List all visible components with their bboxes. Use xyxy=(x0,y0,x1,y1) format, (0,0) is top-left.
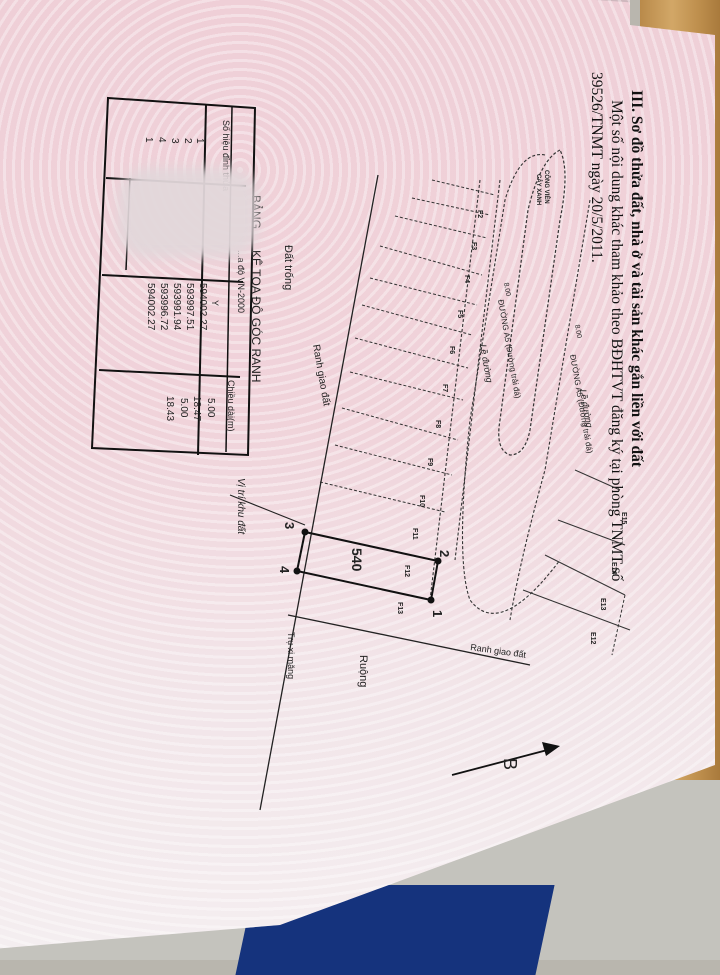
document-note-line1: Một số nội dung khác tham khảo theo BĐHT… xyxy=(608,100,625,582)
row-point: 2 xyxy=(182,138,193,144)
parcel-540-outline xyxy=(295,530,440,602)
row-point: 1 xyxy=(143,137,154,143)
row-length: 18.43 xyxy=(164,396,175,421)
lot-label: F8 xyxy=(434,420,441,428)
document-note-line2: 39526/TNMT ngày 20/5/2011. xyxy=(588,72,605,263)
lot-label: F3 xyxy=(470,242,477,250)
coord-table-text: BẢNG KÊ TỌA ĐỘ GÓC RANH ...a độ VN-2000 … xyxy=(210,120,264,432)
row-point: 4 xyxy=(156,137,167,143)
lot-label: F13 xyxy=(396,602,403,614)
vertex-labels: 1 2 3 4 xyxy=(277,522,452,617)
lot-label: F12 xyxy=(403,565,410,577)
vertex-label: 4 xyxy=(277,566,292,574)
lot-label: F6 xyxy=(448,346,455,354)
certificate-page xyxy=(0,0,715,950)
row-point: 3 xyxy=(169,138,180,144)
location-pointer xyxy=(229,494,306,526)
lot-label: F2 xyxy=(476,210,483,218)
lot-label: F10 xyxy=(418,495,425,507)
document-heading: III. Sơ đồ thửa đất, nhà ở và tài sản kh… xyxy=(628,90,645,468)
lot-label: E13 xyxy=(599,598,606,611)
parcel-number: 540 xyxy=(349,548,365,572)
ranh-giao-dat-line-2 xyxy=(287,614,531,666)
cement-post-label: Trụ xi măng xyxy=(286,632,296,679)
coord-table-rows: 1 2 3 4 1 594002.27 593997.51 593991.94 … xyxy=(143,137,216,421)
lot-label: F11 xyxy=(411,528,418,540)
rice-field-label: Ruộng xyxy=(357,655,369,687)
lot-dividers-left xyxy=(319,179,496,513)
road-width-label: 8.00 xyxy=(502,282,511,297)
park-label: CÔNG VIÊN xyxy=(543,170,551,204)
location-label: Vị trí khu đất xyxy=(235,478,247,535)
lot-label: F4 xyxy=(463,275,470,283)
lot-labels: F2 F3 F4 F5 F6 F7 F8 F9 F10 F11 F12 F13 … xyxy=(396,210,627,645)
lot-label: E14 xyxy=(610,562,617,575)
row-y: 593997.51 xyxy=(184,283,195,331)
row-length: 18.47 xyxy=(191,396,202,421)
road-edge-left-2 xyxy=(429,179,481,601)
north-label: B xyxy=(500,758,520,770)
road-edge-right xyxy=(509,199,591,621)
road-edge-left xyxy=(454,179,501,561)
row-length: 5.00 xyxy=(178,398,189,418)
lot-label: E12 xyxy=(589,632,596,645)
table-title-right: KÊ TỌA ĐỘ GÓC RANH xyxy=(249,250,264,382)
col-length-header: Chiều dài(m) xyxy=(226,380,236,432)
road-a5-side-label: Lề đường xyxy=(478,344,495,384)
parcel-vertices xyxy=(293,528,442,604)
north-arrow xyxy=(451,747,556,776)
park-label-2: CÂY XANH xyxy=(535,174,542,205)
road-curve-outer xyxy=(461,154,561,614)
coord-system: ...a độ VN-2000 xyxy=(236,250,246,313)
vertex-label: 3 xyxy=(282,522,297,529)
row-y: 594002.27 xyxy=(145,283,156,331)
row-y: 593996.72 xyxy=(158,283,169,331)
row-length: 5.00 xyxy=(205,398,216,418)
row-y: 594002.27 xyxy=(197,283,208,331)
ranh-giao-dat-line xyxy=(259,174,379,811)
boundary-label-2: Ranh giao đất xyxy=(470,642,527,660)
vertex-label: 2 xyxy=(437,550,452,557)
lot-label: F5 xyxy=(456,310,463,318)
lot-dividers-right xyxy=(522,469,631,656)
north-arrowhead-icon xyxy=(542,742,560,756)
road-width-label-2: 8.00 xyxy=(573,324,582,339)
road-a5-label: ĐƯỜNG A5 (Đường trải đá) xyxy=(496,299,522,400)
col-y-header: Y xyxy=(210,300,220,306)
lot-label: F9 xyxy=(426,458,433,466)
redacted-area xyxy=(118,168,258,258)
col-point-header: Số hiệu đỉnh thửa xyxy=(221,120,231,191)
empty-land-label: Đất trống xyxy=(282,245,294,290)
lot-label: F7 xyxy=(441,384,448,392)
lot-label: E15 xyxy=(620,512,627,525)
row-point: 1 xyxy=(194,138,205,144)
park-island xyxy=(498,149,566,456)
row-y: 593991.94 xyxy=(171,283,182,331)
boundary-label: Ranh giao đất xyxy=(310,343,333,407)
vertex-label: 1 xyxy=(430,610,445,617)
